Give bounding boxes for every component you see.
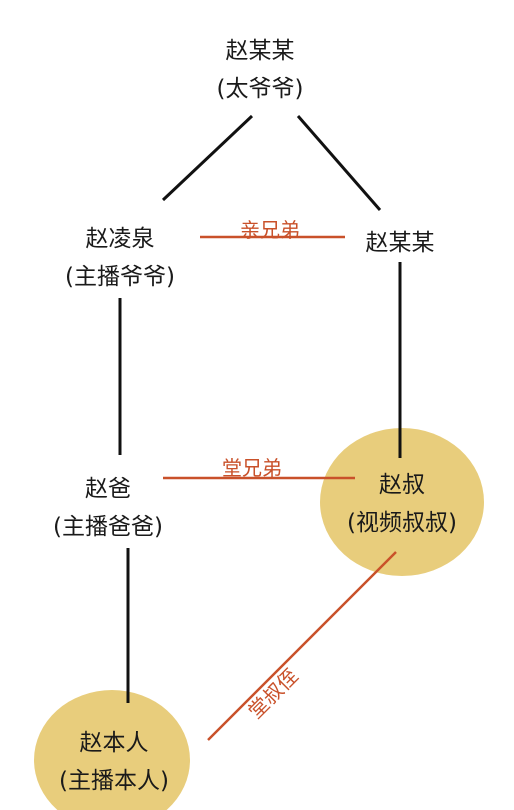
- node-great-grandpa: 赵某某 (太爷爷): [205, 32, 315, 108]
- node-name: 赵本人: [79, 730, 149, 756]
- node-role: (视频叔叔): [347, 510, 457, 536]
- line-great-grandpa-to-granduncle: [296, 115, 382, 211]
- node-granduncle: 赵某某: [348, 224, 452, 262]
- node-uncle: 赵叔 (视频叔叔): [330, 466, 474, 542]
- node-name: 赵某某: [225, 38, 295, 64]
- node-role: (主播爸爸): [53, 514, 163, 540]
- line-nephew: [207, 551, 397, 741]
- node-role: (主播本人): [59, 768, 169, 794]
- node-name: 赵某某: [365, 230, 435, 256]
- node-name: 赵叔: [379, 472, 425, 498]
- node-grandpa: 赵凌泉 (主播爷爷): [50, 220, 190, 296]
- node-name: 赵爸: [85, 476, 131, 502]
- uncle-highlight-circle: [320, 428, 484, 576]
- node-name: 赵凌泉: [85, 226, 155, 252]
- line-great-grandpa-to-grandpa: [161, 114, 254, 202]
- relation-label-cousins: 堂兄弟: [222, 456, 282, 480]
- node-role: (太爷爷): [216, 76, 304, 102]
- node-role: (主播爷爷): [65, 264, 175, 290]
- self-highlight-circle: [34, 690, 190, 810]
- node-self: 赵本人 (主播本人): [42, 724, 186, 800]
- relation-label-brothers: 亲兄弟: [240, 218, 300, 242]
- node-dad: 赵爸 (主播爸爸): [38, 470, 178, 546]
